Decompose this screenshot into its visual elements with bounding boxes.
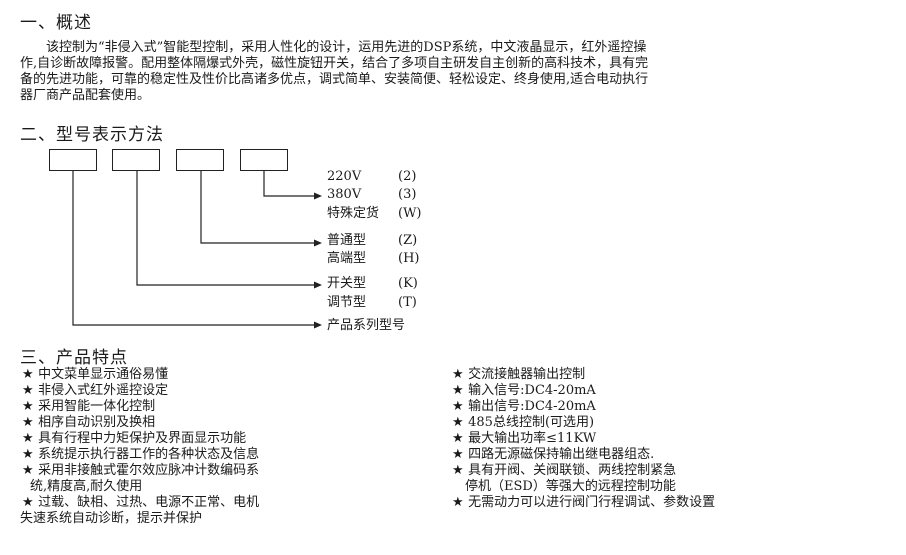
feature-item: ★ 四路无源磁保持输出继电器组态. — [452, 447, 655, 462]
option-standard-code: (Z) — [398, 233, 418, 248]
option-220v-code: (2) — [398, 169, 417, 184]
star-icon: ★ — [22, 383, 34, 398]
star-icon: ★ — [452, 463, 464, 478]
model-box-2 — [112, 149, 160, 171]
option-special-order-code: (W) — [398, 206, 422, 221]
star-icon: ★ — [452, 415, 464, 430]
option-380v-code: (3) — [398, 187, 417, 202]
option-220v: 220V — [327, 169, 362, 184]
feature-item: ★ 过载、缺相、过热、电源不正常、电机 — [22, 495, 260, 510]
option-switch-type-code: (K) — [398, 276, 418, 291]
arrowhead-type — [314, 281, 322, 289]
feature-item: ★ 具有开阀、关阀联锁、两线控制紧急 — [452, 463, 677, 478]
star-icon: ★ — [452, 447, 464, 462]
option-high-end-code: (H) — [398, 251, 420, 266]
star-icon: ★ — [22, 495, 34, 510]
option-regulating-type: 调节型 — [327, 295, 367, 310]
feature-item: ★ 最大输出功率≤11KW — [452, 431, 597, 446]
overview-line-3: 备的先进功能，可靠的稳定性及性价比高诸多优点，调式简单、安装简便、轻松设定、终身… — [20, 72, 649, 87]
feature-item: ★ 输出信号:DC4-20mA — [452, 399, 596, 414]
features-right-column: ★ 交流接触器输出控制 ★ 输入信号:DC4-20mA ★ 输出信号:DC4-2… — [452, 367, 715, 511]
star-icon: ★ — [22, 399, 34, 414]
overview-line-2: 作,自诊断故障报警。配用整体隔爆式外壳，磁性旋钮开关，结合了多项自主研发自主创新… — [20, 56, 649, 71]
feature-item: ★ 输入信号:DC4-20mA — [452, 383, 596, 398]
overview-line-1: 该控制为“非侵入式”智能型控制，采用人性化的设计，运用先进的DSP系统，中文液晶… — [20, 40, 647, 55]
option-380v: 380V — [327, 187, 362, 202]
feature-item: ★ 系统提示执行器工作的各种状态及信息 — [22, 447, 260, 462]
star-icon: ★ — [22, 367, 34, 382]
model-box-1 — [49, 149, 97, 171]
feature-item: ★ 485总线控制(可选用) — [452, 415, 595, 430]
star-icon: ★ — [22, 431, 34, 446]
option-high-end: 高端型 — [327, 251, 367, 266]
section-1-title: 一、概述 — [20, 13, 92, 33]
feature-item: ★ 交流接触器输出控制 — [452, 367, 586, 382]
arrowhead-tier — [314, 239, 322, 247]
arrowhead-series — [314, 321, 322, 329]
model-box-3 — [176, 149, 224, 171]
star-icon: ★ — [452, 383, 464, 398]
star-icon: ★ — [452, 399, 464, 414]
option-switch-type: 开关型 — [327, 276, 367, 291]
feature-item-continuation: 失速系统自动诊断，提示并保护 — [20, 511, 203, 526]
section-3-title: 三、产品特点 — [20, 348, 128, 368]
features-left-column: ★ 中文菜单显示通俗易懂 ★ 非侵入式红外遥控设定 ★ 采用智能一体化控制 ★ … — [20, 367, 260, 527]
star-icon: ★ — [452, 431, 464, 446]
overview-paragraph: 该控制为“非侵入式”智能型控制，采用人性化的设计，运用先进的DSP系统，中文液晶… — [20, 40, 888, 104]
section-2-title: 二、型号表示方法 — [20, 125, 164, 145]
feature-item-continuation: 停机（ESD）等强大的远程控制功能 — [465, 479, 676, 494]
arrowhead-voltage — [314, 192, 322, 200]
feature-item: ★ 采用智能一体化控制 — [22, 399, 156, 414]
feature-item: ★ 采用非接触式霍尔效应脉冲计数编码系 — [22, 463, 260, 478]
feature-item-continuation: 统,精度高,耐久使用 — [30, 479, 143, 494]
option-product-series: 产品系列型号 — [327, 318, 406, 333]
option-special-order: 特殊定货 — [327, 206, 380, 221]
star-icon: ★ — [452, 367, 464, 382]
model-box-4 — [240, 149, 288, 171]
feature-item: ★ 具有行程中力矩保护及界面显示功能 — [22, 431, 247, 446]
feature-item: ★ 无需动力可以进行阀门行程调试、参数设置 — [452, 495, 716, 510]
option-standard: 普通型 — [327, 233, 367, 248]
feature-item: ★ 非侵入式红外遥控设定 — [22, 383, 169, 398]
feature-item: ★ 中文菜单显示通俗易懂 — [22, 367, 169, 382]
feature-item: ★ 相序自动识别及换相 — [22, 415, 156, 430]
star-icon: ★ — [452, 495, 464, 510]
star-icon: ★ — [22, 447, 34, 462]
star-icon: ★ — [22, 463, 34, 478]
star-icon: ★ — [22, 415, 34, 430]
overview-line-4: 器厂商产品配套使用。 — [20, 88, 151, 103]
option-regulating-type-code: (T) — [398, 295, 417, 310]
